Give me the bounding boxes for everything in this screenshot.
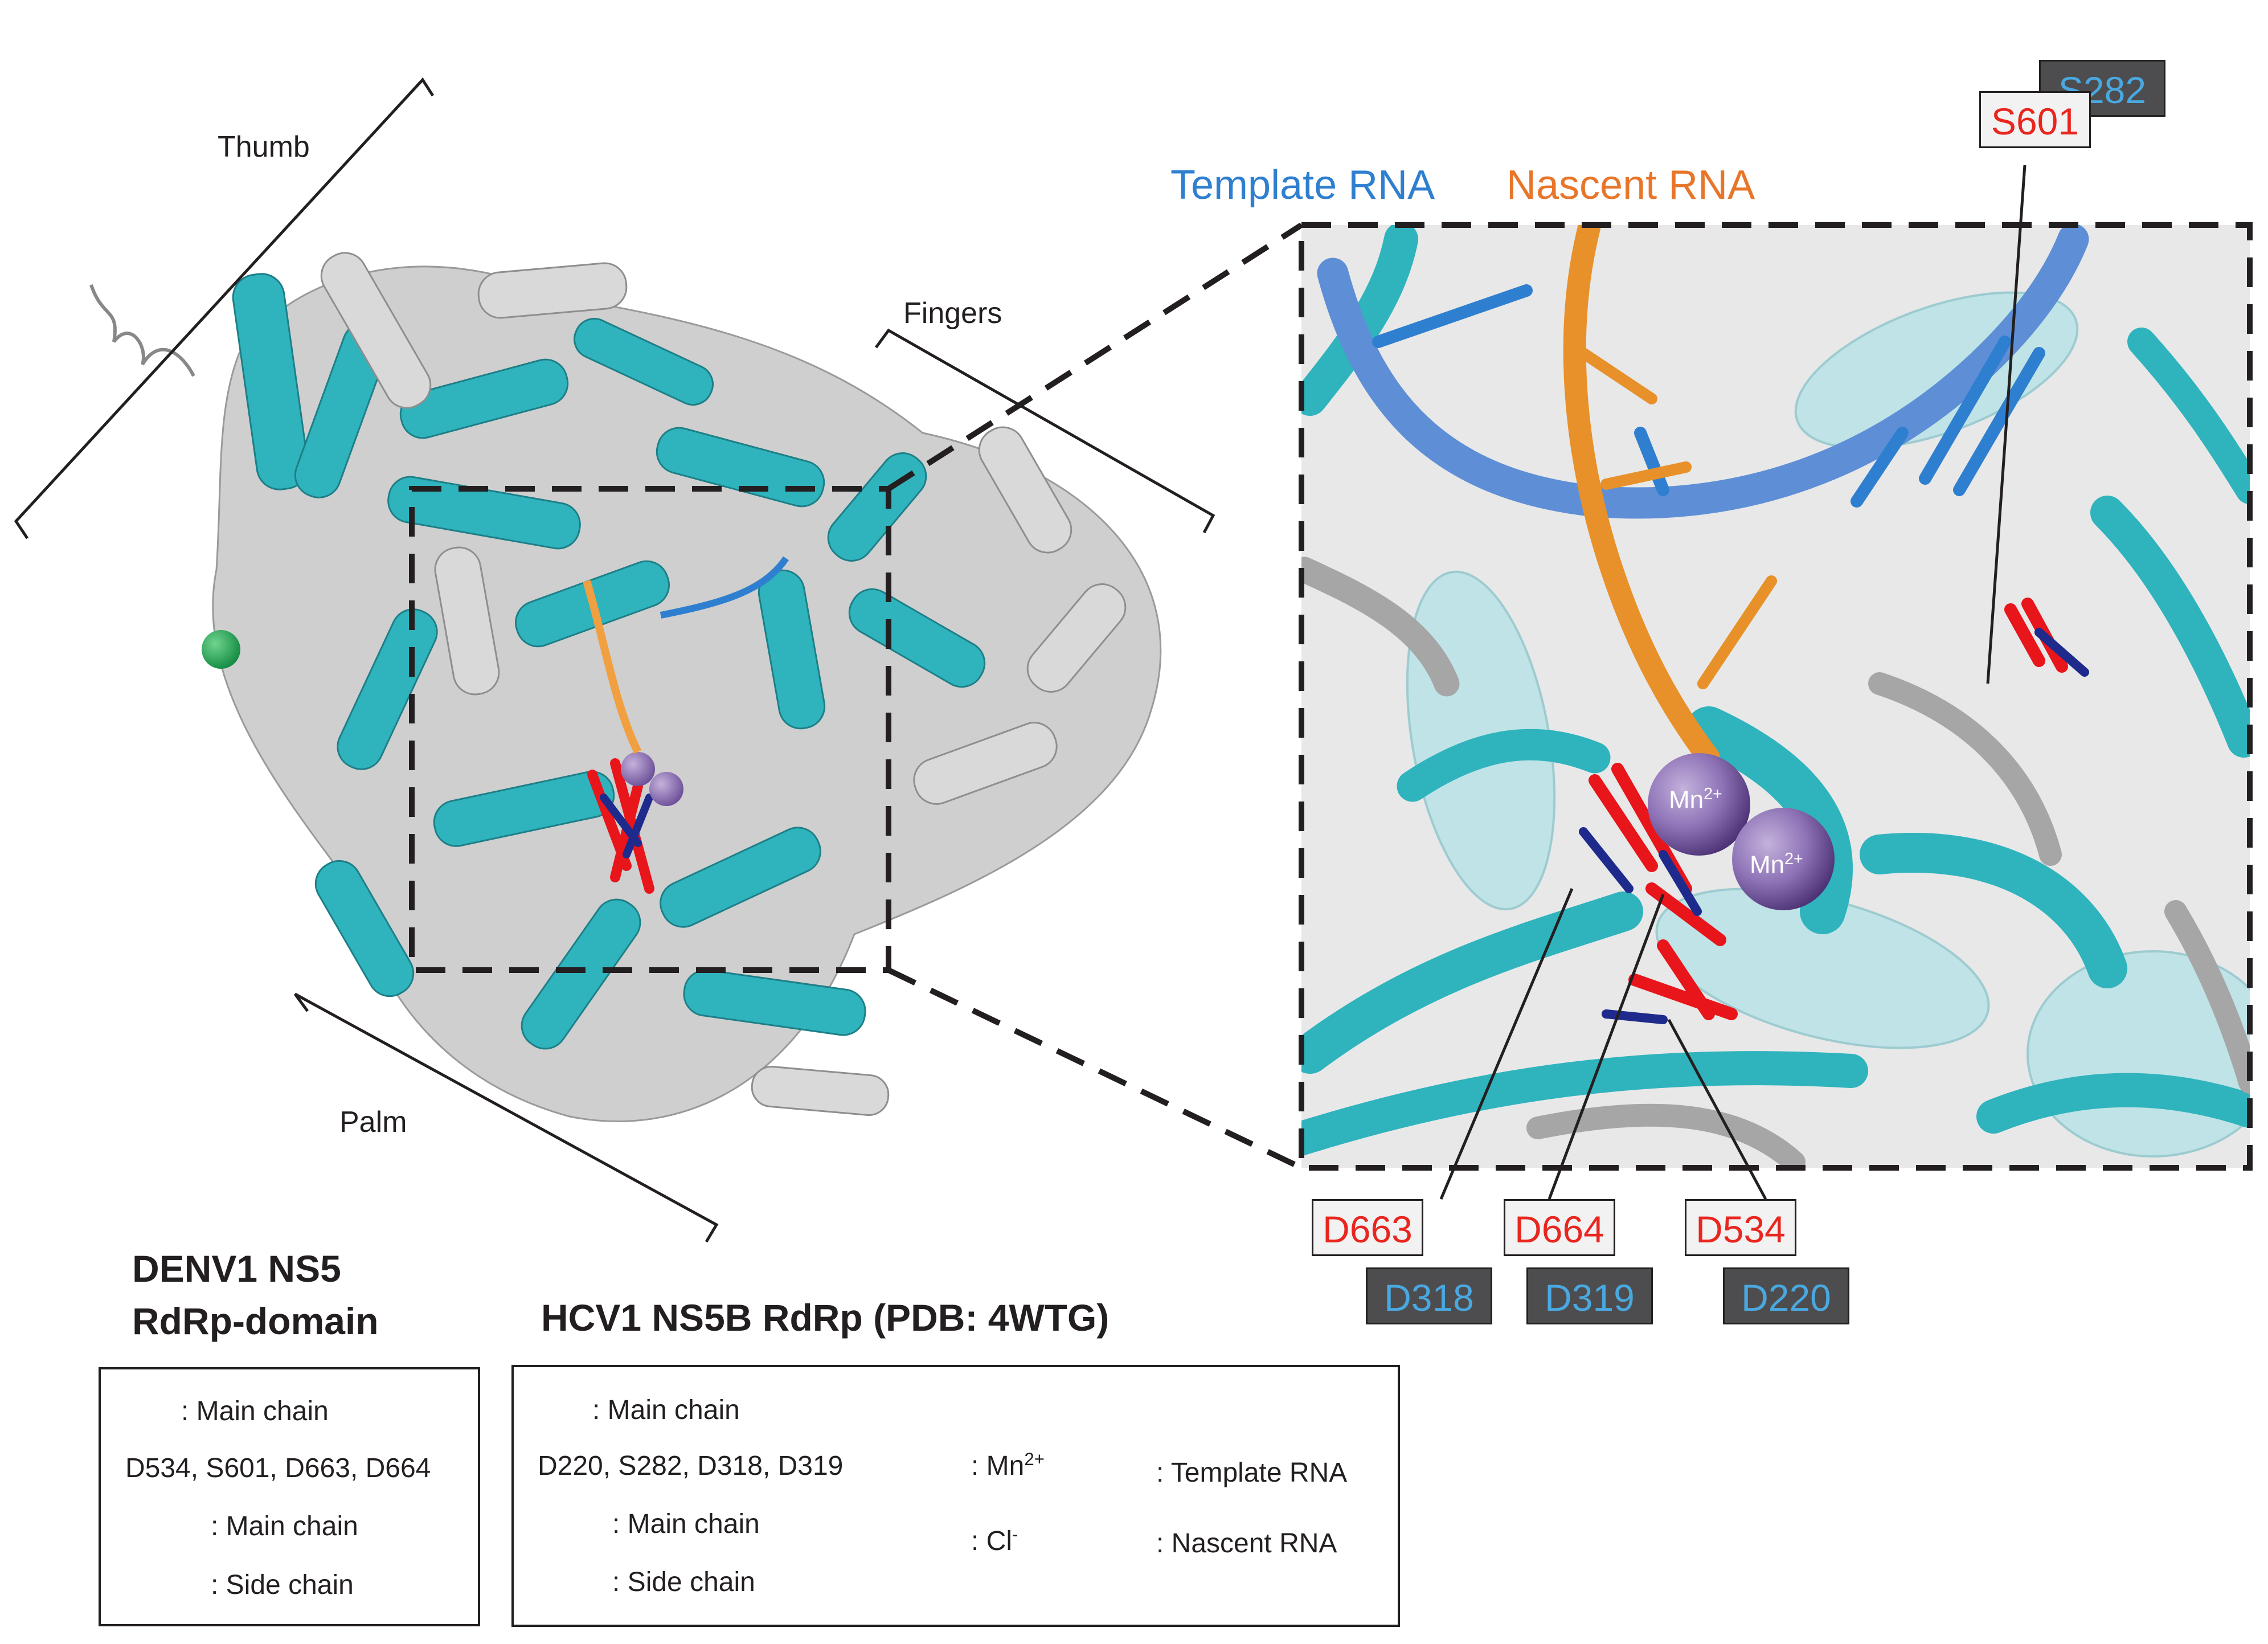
nascent-rna-label: Nascent RNA [1506, 162, 1755, 208]
hcv-res-main-chain-label: : Main chain [612, 1509, 760, 1539]
tag-d534: D534 [1685, 1199, 1796, 1256]
hcv-res-side-chain-label: : Side chain [612, 1567, 755, 1597]
template-rna-legend-label: : Template RNA [1156, 1458, 1348, 1488]
zoom-panel-border [1299, 222, 2253, 1171]
tag-d318: D318 [1366, 1267, 1492, 1324]
tag-s282: S282 [2039, 60, 2165, 117]
fingers-label: Fingers [903, 297, 1002, 330]
residue-leader-lines [1439, 165, 2027, 1200]
nascent-rna-legend-label: : Nascent RNA [1156, 1528, 1337, 1559]
chloride-ion [202, 630, 240, 669]
overview-structure [89, 252, 1162, 1122]
denv-main-chain-label: : Main chain [181, 1396, 329, 1426]
denv-res-side-chain-label: : Side chain [211, 1570, 354, 1600]
tag-s601: S601 [1979, 91, 2091, 148]
denv-residues-label: D534, S601, D663, D664 [125, 1453, 431, 1483]
denv-legend-title-2: RdRp-domain [132, 1300, 379, 1342]
mn-ion-2 [1732, 808, 1835, 910]
denv-legend-box [99, 1367, 480, 1626]
palm-label: Palm [339, 1106, 407, 1139]
mn-ion-1 [1648, 753, 1750, 856]
mn-ion-2-label: Mn2+ [1750, 850, 1803, 879]
overview-zoom-box [409, 486, 891, 973]
domain-brackets [14, 77, 1215, 1243]
template-rna-label: Template RNA [1170, 162, 1435, 208]
mn-legend-label: : Mn2+ [971, 1449, 1045, 1481]
tag-d664: D664 [1504, 1199, 1615, 1256]
hcv-legend-title: HCV1 NS5B RdRp (PDB: 4WTG) [541, 1297, 1110, 1339]
zoom-structure [1301, 225, 2250, 1168]
cl-legend-label: : Cl- [971, 1524, 1018, 1556]
tag-d663: D663 [1312, 1199, 1423, 1256]
denv-legend-title-1: DENV1 NS5 [132, 1248, 341, 1290]
denv-res-main-chain-label: : Main chain [211, 1511, 358, 1541]
mn-ion-1-label: Mn2+ [1669, 785, 1722, 814]
thumb-label: Thumb [218, 130, 310, 163]
hcv-main-chain-label: : Main chain [592, 1395, 740, 1425]
hcv-legend-box [511, 1365, 1400, 1627]
tag-d319: D319 [1526, 1267, 1653, 1324]
tag-d220: D220 [1723, 1267, 1849, 1324]
hcv-residues-label: D220, S282, D318, D319 [538, 1451, 844, 1481]
